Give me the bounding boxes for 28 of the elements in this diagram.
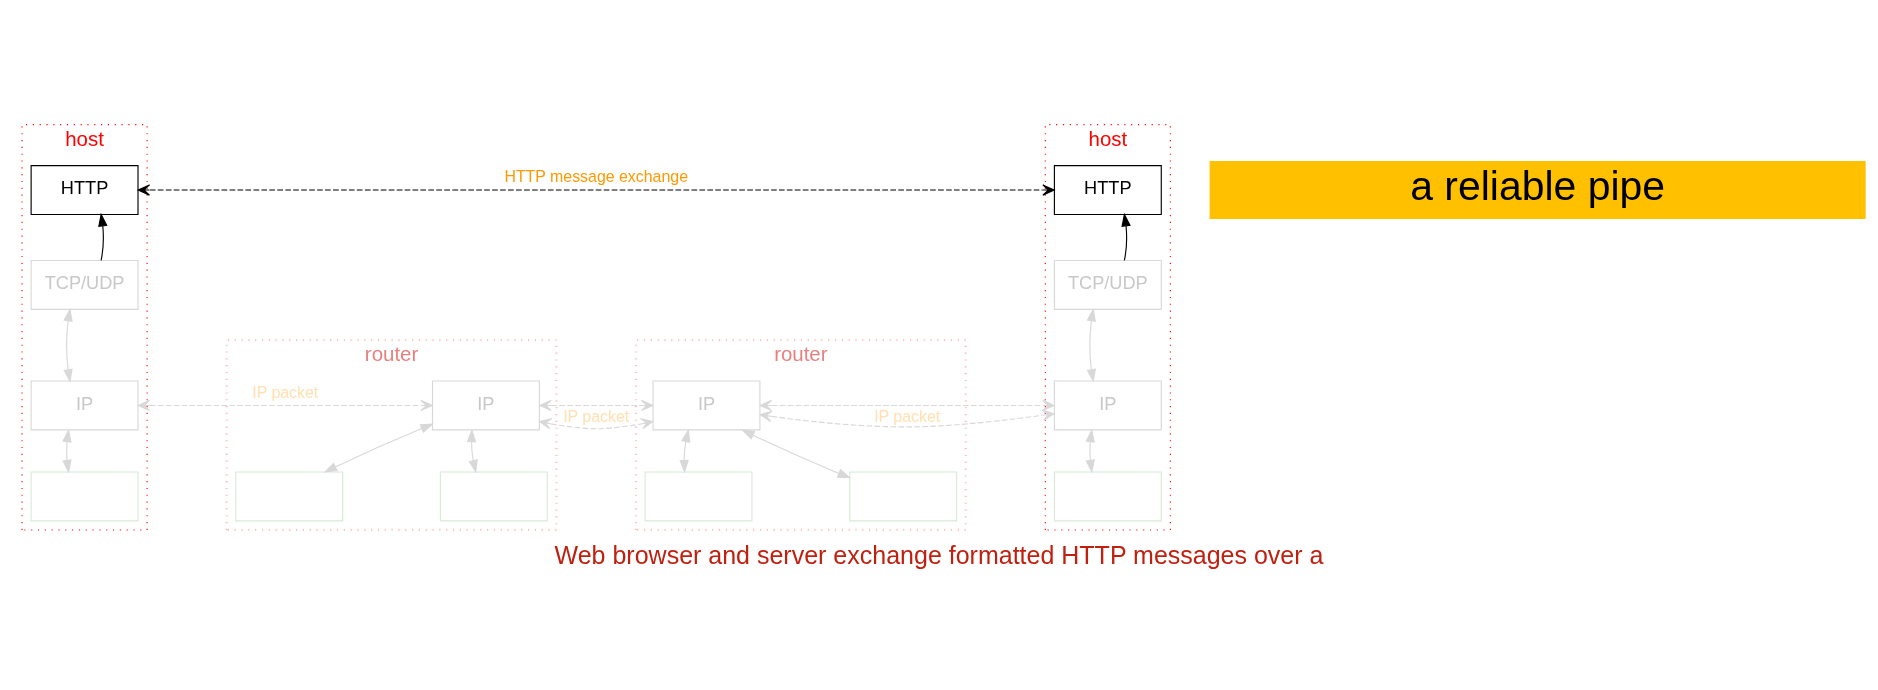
arrow bbox=[759, 399, 1055, 427]
arrow bbox=[466, 428, 478, 473]
arrow bbox=[679, 428, 691, 473]
arrow bbox=[1121, 212, 1131, 261]
arrow bbox=[1086, 307, 1097, 383]
arrow bbox=[1085, 428, 1095, 473]
arrow bbox=[539, 399, 654, 429]
arrow bbox=[98, 212, 108, 261]
arrow bbox=[323, 423, 435, 473]
node-box bbox=[30, 470, 139, 521]
arrow bbox=[137, 399, 433, 411]
arrow bbox=[62, 428, 72, 473]
edge-label: IP packet bbox=[252, 383, 319, 401]
arrow bbox=[741, 428, 852, 478]
node-box: HTTP bbox=[1053, 164, 1162, 215]
node-box: HTTP bbox=[30, 164, 139, 215]
node-box bbox=[439, 470, 548, 521]
node-box bbox=[644, 470, 753, 521]
caption: Web browser and server exchange formatted HTTP messages over a bbox=[554, 540, 1324, 569]
arrow bbox=[63, 307, 73, 383]
edge-label: IP packet bbox=[874, 407, 941, 425]
arrow bbox=[137, 183, 1055, 196]
node-box bbox=[849, 470, 958, 521]
edge-label: IP packet bbox=[563, 407, 630, 425]
node-box bbox=[1053, 470, 1162, 521]
edge-label: HTTP message exchange bbox=[504, 167, 689, 185]
node-box: a reliable pipe bbox=[1209, 160, 1866, 219]
node-box bbox=[235, 470, 344, 521]
